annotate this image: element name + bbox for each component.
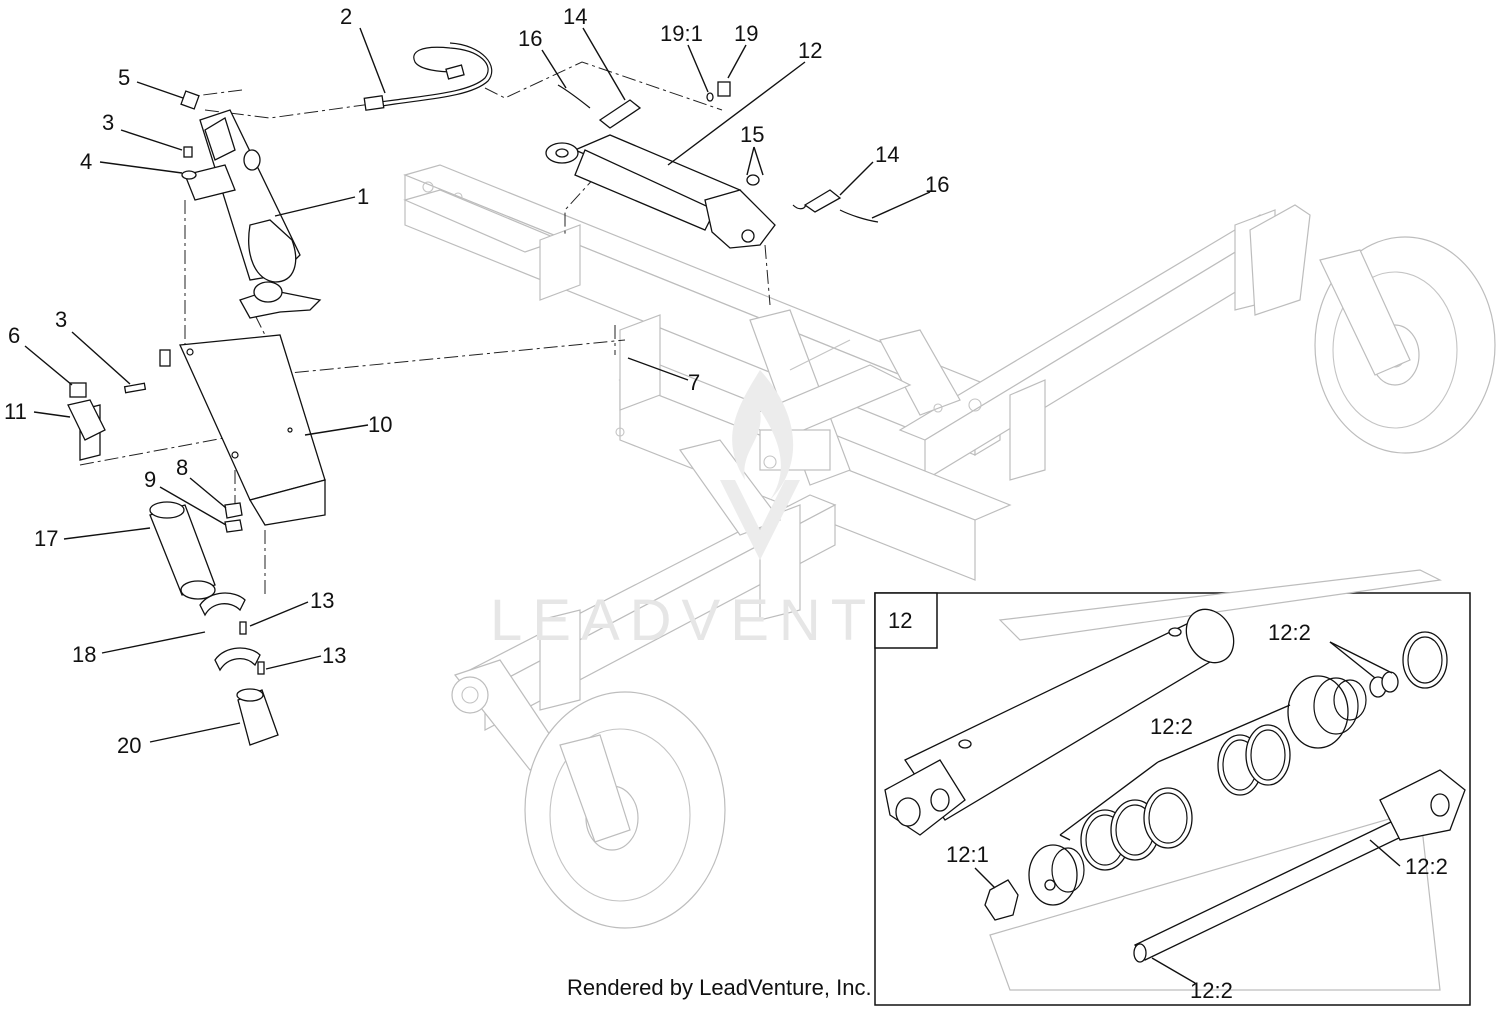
callout-19: 19 xyxy=(734,21,758,46)
callout-16-top: 16 xyxy=(518,26,542,51)
callout-5: 5 xyxy=(118,65,130,90)
callout-15: 15 xyxy=(740,122,764,147)
callout-6: 6 xyxy=(8,323,20,348)
callout-14-right: 14 xyxy=(875,142,899,167)
callout-3-left: 3 xyxy=(55,307,67,332)
callout-12-2-seals: 12:2 xyxy=(1268,620,1311,645)
callout-13-upper: 13 xyxy=(310,588,334,613)
inset-label: 12 xyxy=(888,608,912,633)
callout-2: 2 xyxy=(340,4,352,29)
callout-12-2-bottom: 12:2 xyxy=(1190,978,1233,1003)
callout-4: 4 xyxy=(80,149,92,174)
callout-labels: 2 14 16 19:1 19 12 5 3 4 1 15 14 16 3 6 … xyxy=(4,4,1448,1003)
callout-1: 1 xyxy=(357,184,369,209)
callout-8: 8 xyxy=(176,455,188,480)
inset-detail-12: 12 xyxy=(874,569,1471,1006)
callout-10: 10 xyxy=(368,412,392,437)
callout-18: 18 xyxy=(72,642,96,667)
inset-label-box xyxy=(874,592,938,649)
assembly-lines xyxy=(79,61,771,595)
callout-20: 20 xyxy=(117,733,141,758)
callout-12-2-rings: 12:2 xyxy=(1150,714,1193,739)
hydraulic-hose xyxy=(363,42,493,111)
callout-19-1: 19:1 xyxy=(660,21,703,46)
callout-13-lower: 13 xyxy=(322,643,346,668)
callout-16-right: 16 xyxy=(925,172,949,197)
callout-9: 9 xyxy=(144,467,156,492)
callout-12-1: 12:1 xyxy=(946,842,989,867)
tube-assembly xyxy=(149,501,279,746)
mount-plate xyxy=(67,334,326,533)
callout-3-top: 3 xyxy=(102,110,114,135)
rear-right-wheel xyxy=(1314,236,1496,454)
callout-11: 11 xyxy=(4,399,27,424)
hydraulic-cylinder xyxy=(545,81,879,249)
callout-7: 7 xyxy=(688,370,700,395)
front-left-wheel xyxy=(524,691,726,929)
frame-assembly xyxy=(403,164,1311,771)
hand-pump xyxy=(180,90,322,319)
leader-lines xyxy=(24,27,1401,984)
callout-12: 12 xyxy=(798,38,822,63)
callout-17: 17 xyxy=(34,526,58,551)
credit-text: Rendered by LeadVenture, Inc. xyxy=(567,975,872,1000)
callout-14-top: 14 xyxy=(563,4,587,29)
callout-12-2-rod: 12:2 xyxy=(1405,854,1448,879)
